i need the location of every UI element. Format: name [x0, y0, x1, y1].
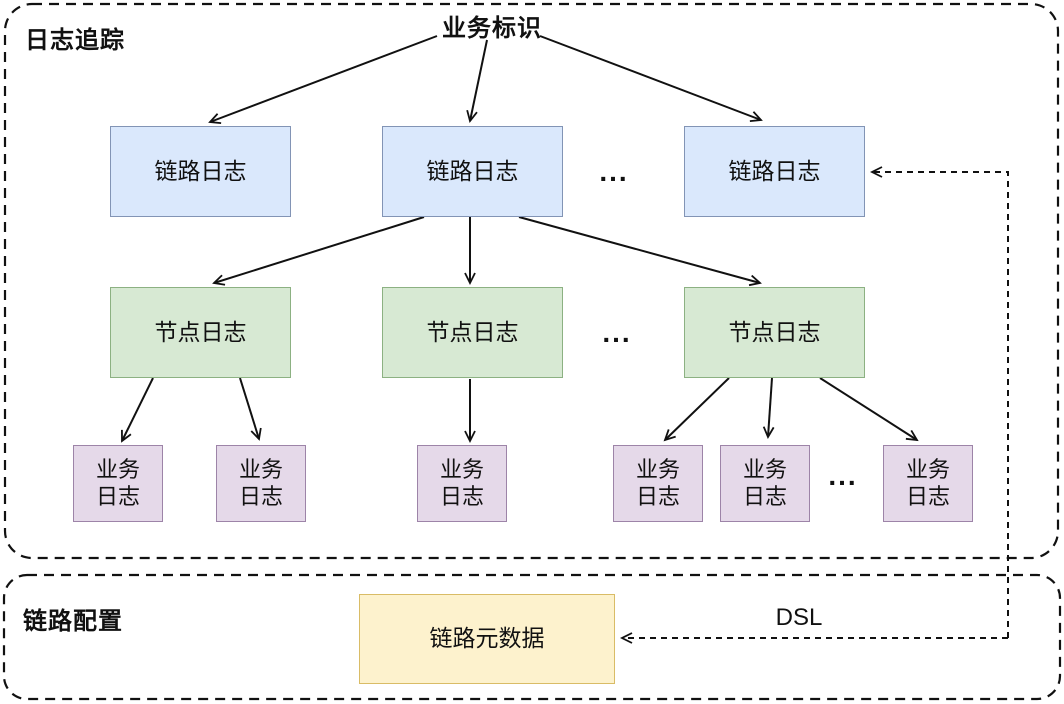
- ellipsis-business-logs: ...: [828, 460, 858, 491]
- tracing-section-border: [3, 2, 1060, 560]
- arrows-root-to-link-logs: [210, 35, 761, 122]
- node-log-box-2: 节点日志: [382, 287, 563, 378]
- link-log-box-3: 链路日志: [684, 126, 865, 217]
- business-log-box-5: 业务日志: [720, 445, 810, 522]
- config-section-border: [2, 573, 1062, 701]
- root-node-business-id: 业务标识: [442, 15, 542, 42]
- arrows-link-log-to-node-logs: [214, 216, 760, 283]
- node-log-box-3: 节点日志: [684, 287, 865, 378]
- link-log-box-1: 链路日志: [110, 126, 291, 217]
- ellipsis-link-logs: ...: [599, 156, 629, 187]
- business-log-box-1: 业务日志: [73, 445, 163, 522]
- arrows-node-logs-to-business-logs: [122, 377, 917, 441]
- ellipsis-node-logs: ...: [602, 317, 632, 348]
- link-log-box-2: 链路日志: [382, 126, 563, 217]
- node-log-box-1: 节点日志: [110, 287, 291, 378]
- metadata-box: 链路元数据: [359, 594, 615, 684]
- dsl-dashed-connector: [622, 172, 1009, 638]
- business-log-box-4: 业务日志: [613, 445, 703, 522]
- business-log-box-6: 业务日志: [883, 445, 973, 522]
- tracing-section-title: 日志追踪: [25, 27, 125, 54]
- config-section-title: 链路配置: [23, 608, 123, 635]
- dsl-label: DSL: [775, 604, 823, 631]
- business-log-box-3: 业务日志: [417, 445, 507, 522]
- business-log-box-2: 业务日志: [216, 445, 306, 522]
